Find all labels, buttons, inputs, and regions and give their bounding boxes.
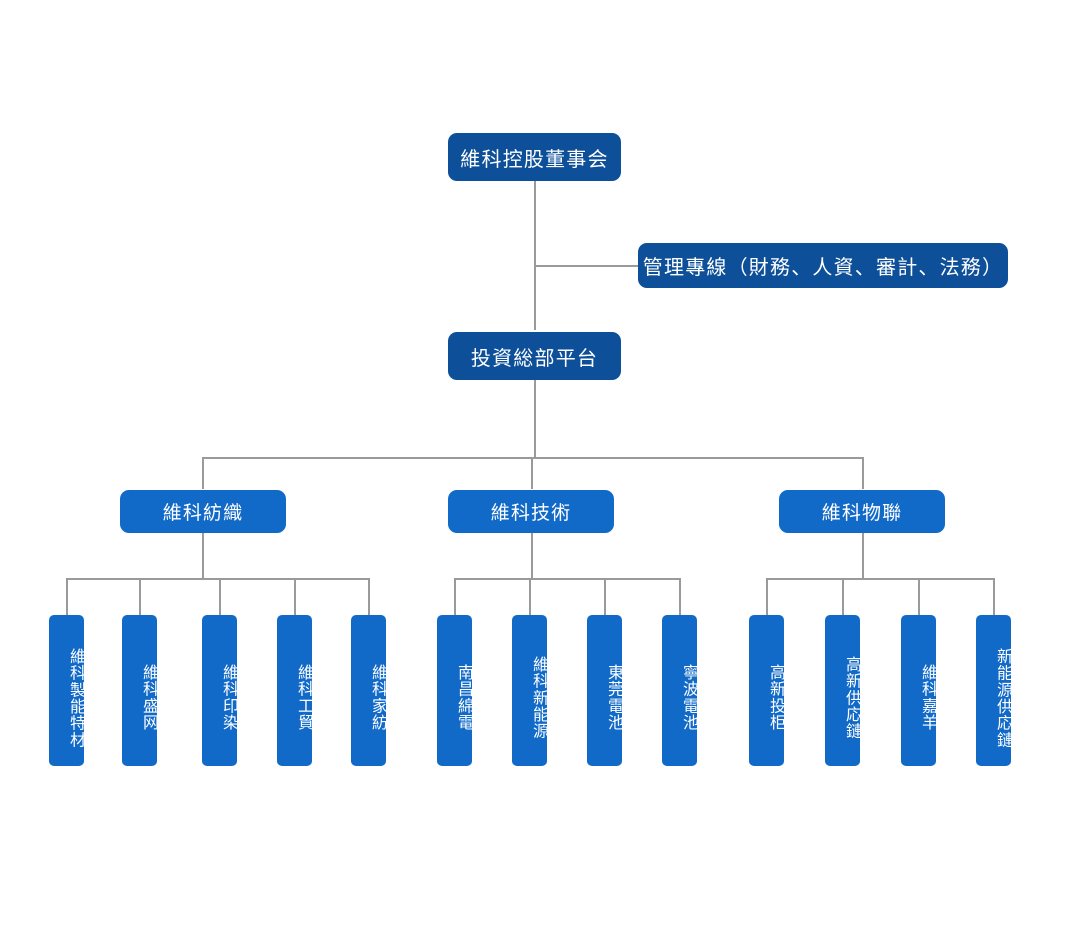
node-management-staff-line[interactable]: 管理專線（財務、人資、審計、法務） bbox=[638, 243, 1008, 288]
leaf-node-label: 維科工貿 bbox=[295, 664, 312, 731]
connector-group3-leaf-2 bbox=[842, 578, 844, 615]
connector-group1-leaf-4 bbox=[294, 578, 296, 615]
node-investment-platform[interactable]: 投資総部平台 bbox=[448, 332, 621, 380]
leaf-node[interactable]: 維科工貿 bbox=[277, 615, 312, 766]
node-division-technology[interactable]: 維科技術 bbox=[448, 490, 614, 533]
leaf-node-label: 東莞電池 bbox=[605, 664, 622, 731]
leaf-node[interactable]: 維科家紡 bbox=[351, 615, 386, 766]
connector-group2-leaf-2 bbox=[529, 578, 531, 615]
node-division-iot[interactable]: 維科物聯 bbox=[779, 490, 945, 533]
connector-group1-leaf-3 bbox=[219, 578, 221, 615]
leaf-node-label: 維科製能特材 bbox=[67, 647, 84, 748]
leaf-node[interactable]: 高新供応鏈 bbox=[825, 615, 860, 766]
leaf-node-label: 維科印染 bbox=[220, 664, 237, 731]
connector-group2-leaf-1 bbox=[454, 578, 456, 615]
leaf-node-label: 維科家紡 bbox=[369, 664, 386, 731]
leaf-node[interactable]: 南昌綿電 bbox=[437, 615, 472, 766]
connector-group1-leaf-2 bbox=[139, 578, 141, 615]
connector-group3-bus bbox=[766, 578, 994, 580]
connector-division-bus bbox=[202, 457, 864, 459]
leaf-node-label: 維科嘉羊 bbox=[919, 664, 936, 731]
connector-division-drop-3 bbox=[862, 457, 864, 489]
leaf-node-label: 寧波電池 bbox=[680, 664, 697, 731]
leaf-node-label: 高新供応鏈 bbox=[843, 655, 860, 740]
leaf-node[interactable]: 維科製能特材 bbox=[49, 615, 84, 766]
leaf-node-label: 維科新能源 bbox=[530, 655, 547, 740]
node-division-textiles[interactable]: 維科紡織 bbox=[120, 490, 286, 533]
leaf-node-label: 新能源供応鏈 bbox=[994, 647, 1011, 748]
leaf-node-label: 南昌綿電 bbox=[455, 664, 472, 731]
connector-group2-leaf-4 bbox=[679, 578, 681, 615]
connector-division-drop-1 bbox=[202, 457, 204, 489]
connector-group1-bus bbox=[66, 578, 369, 580]
leaf-node[interactable]: 維科盛网 bbox=[122, 615, 157, 766]
connector-root-to-platform bbox=[534, 181, 536, 330]
leaf-node[interactable]: 維科印染 bbox=[202, 615, 237, 766]
leaf-node[interactable]: 維科嘉羊 bbox=[901, 615, 936, 766]
leaf-node[interactable]: 高新投柜 bbox=[749, 615, 784, 766]
leaf-node[interactable]: 新能源供応鏈 bbox=[976, 615, 1011, 766]
connector-group2-drop bbox=[531, 533, 533, 579]
connector-group1-leaf-1 bbox=[66, 578, 68, 615]
connector-platform-drop bbox=[534, 380, 536, 458]
connector-group3-leaf-1 bbox=[766, 578, 768, 615]
connector-group3-leaf-4 bbox=[993, 578, 995, 615]
connector-group2-leaf-3 bbox=[604, 578, 606, 615]
connector-division-drop-2 bbox=[531, 457, 533, 489]
connector-group1-leaf-5 bbox=[368, 578, 370, 615]
node-board-of-directors[interactable]: 維科控股董事会 bbox=[448, 133, 621, 181]
leaf-node-label: 維科盛网 bbox=[140, 664, 157, 731]
connector-to-staff-line bbox=[534, 265, 640, 267]
leaf-node[interactable]: 維科新能源 bbox=[512, 615, 547, 766]
leaf-node[interactable]: 寧波電池 bbox=[662, 615, 697, 766]
connector-group2-bus bbox=[454, 578, 680, 580]
leaf-node[interactable]: 東莞電池 bbox=[587, 615, 622, 766]
connector-group3-drop bbox=[862, 533, 864, 579]
leaf-node-label: 高新投柜 bbox=[767, 664, 784, 731]
connector-group1-drop bbox=[202, 533, 204, 579]
connector-group3-leaf-3 bbox=[918, 578, 920, 615]
